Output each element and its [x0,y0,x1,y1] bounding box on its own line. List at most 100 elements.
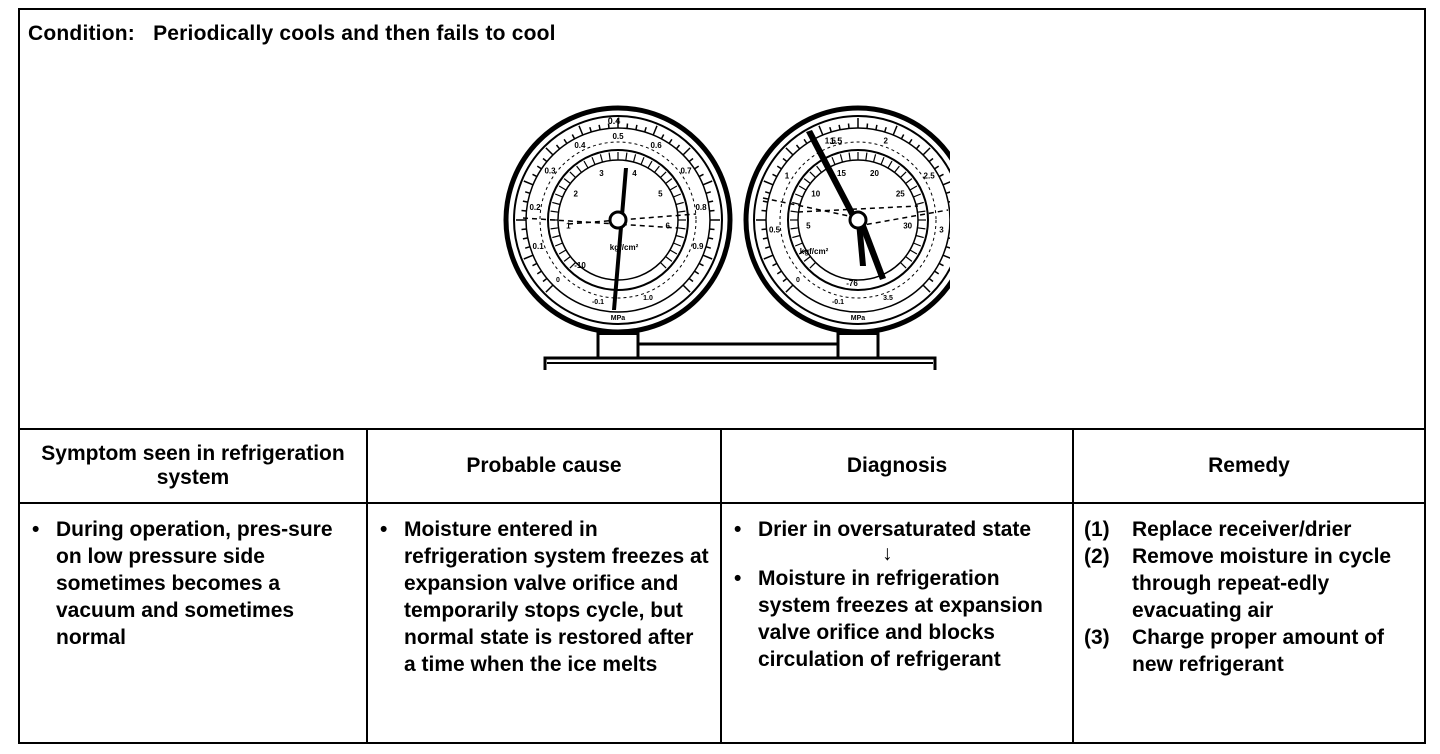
gauge-tick [626,123,629,129]
remedy-text: Replace receiver/drier [1132,518,1352,541]
low-gauge-top-label: 0.4 [608,116,621,126]
gauge-inner-label: 30 [903,222,912,231]
manifold-bar [543,342,937,370]
list-item: (3) Charge proper amount of new refriger… [1084,624,1414,678]
gauge-tick [795,144,801,150]
gauge-tick [632,154,637,163]
gauge-tick [552,201,561,206]
gauge-tick [659,171,667,179]
gauge-tick [776,270,782,275]
gauge-tick [928,277,934,283]
gauge-tick [938,262,944,267]
list-item: • Moisture in refrigeration system freez… [732,565,1062,673]
symptom-text: During operation, pres-sure on low press… [56,518,333,649]
low-gauge-vacuum-label: -10 [574,261,586,270]
gauge-tick [798,249,807,255]
gauge-tick [785,147,794,156]
gauge-tick [521,228,527,231]
high-gauge-bottom-unit: MPa [851,315,866,322]
gauge-scale-label: 0.7 [680,167,692,176]
gauge-inner-label: 10 [811,189,820,198]
gauge-tick [909,185,918,191]
gauge-tick [908,138,913,144]
list-item: (2) Remove moisture in cycle through rep… [1084,543,1414,624]
gauge-tick [677,210,686,213]
step-number: (2) [1084,545,1110,568]
gauge-tick [563,138,568,144]
low-gauge-unit-label: kgf/cm² [610,243,639,252]
document-frame: Condition: Periodically cools and then f… [18,8,1426,744]
gauge-tick [608,152,611,161]
gauge-tick [550,210,559,213]
gauge-tick [694,165,700,170]
gauge-tick [803,256,811,262]
gauge-tick [545,147,554,156]
low-gauge-needle [612,168,628,310]
gauge-tick [764,191,771,195]
gauge-tick [569,261,577,269]
gauge-scale-label: 2 [883,137,888,146]
gauge-tick [948,237,950,240]
gauge-tick [917,227,926,230]
gauge-tick [708,200,714,203]
gauge-tick [776,165,782,170]
gauge-tick [905,256,913,262]
gauge-tick [829,126,833,133]
gauge-tick [892,125,898,136]
gauge-tick [688,277,694,283]
gauge-small-label: 1.0 [643,295,653,302]
gauge-scale-label: 0.9 [692,242,704,251]
gauge-tick [762,237,768,240]
gauge-tick [848,152,851,161]
gauge-tick [872,154,877,163]
gauge-tick [569,171,577,179]
gauge-tick [552,234,561,239]
gauge-tick [591,156,596,165]
gauge-tick [762,200,768,203]
gauge-scale-label: 1.5 [825,137,837,146]
gauge-tick [709,209,715,212]
gauge-tick [948,200,950,203]
gauge-tick [794,193,803,198]
gauge-tick [782,277,788,283]
gauge-tick [545,284,554,293]
gauge-tick [803,178,811,184]
high-gauge-needle-3 [856,222,866,266]
gauge-tick [865,152,868,161]
step-number: (1) [1084,518,1110,541]
gauge-tick [524,191,531,195]
gauge-inner-label: 1 [566,222,571,231]
high-gauge-top-label: 1.5 [830,136,843,146]
gauge-tick [702,254,713,260]
gauge-tick [705,245,712,249]
gauge-scale-label: 0.1 [533,242,545,251]
gauge-tick [809,171,817,179]
list-item: (1) Replace receiver/drier [1084,516,1414,543]
gauge-tick [831,156,836,165]
gauge-tick [698,173,704,178]
gauge-tick [532,262,538,267]
gauge-tick [660,134,665,140]
gauge-tick [899,171,907,179]
gauge-tick [558,249,567,255]
gauge-tick [764,245,771,249]
gauge-tick [866,123,869,129]
gauge-tick [934,270,940,275]
gauge-tick [913,242,922,247]
gauge-scale-label: 0.3 [544,167,556,176]
gauge-tick [915,234,924,239]
gauge-tick [708,237,714,240]
condition-heading: Condition: Periodically cools and then f… [28,22,556,46]
gauge-tick [682,147,691,156]
gauge-tick [571,134,576,140]
high-gauge-needle-1 [806,130,860,224]
gauge-tick [942,181,950,186]
gauge-tick [522,200,528,203]
gauge-tick [818,125,824,136]
gauge-scale-label: 0.8 [695,203,707,212]
gauge-small-label: -0.1 [592,299,604,306]
gauge-tick [665,178,673,184]
symptom-header: Symptom seen in refrigeration system [20,430,366,504]
gauge-tick [905,178,913,184]
